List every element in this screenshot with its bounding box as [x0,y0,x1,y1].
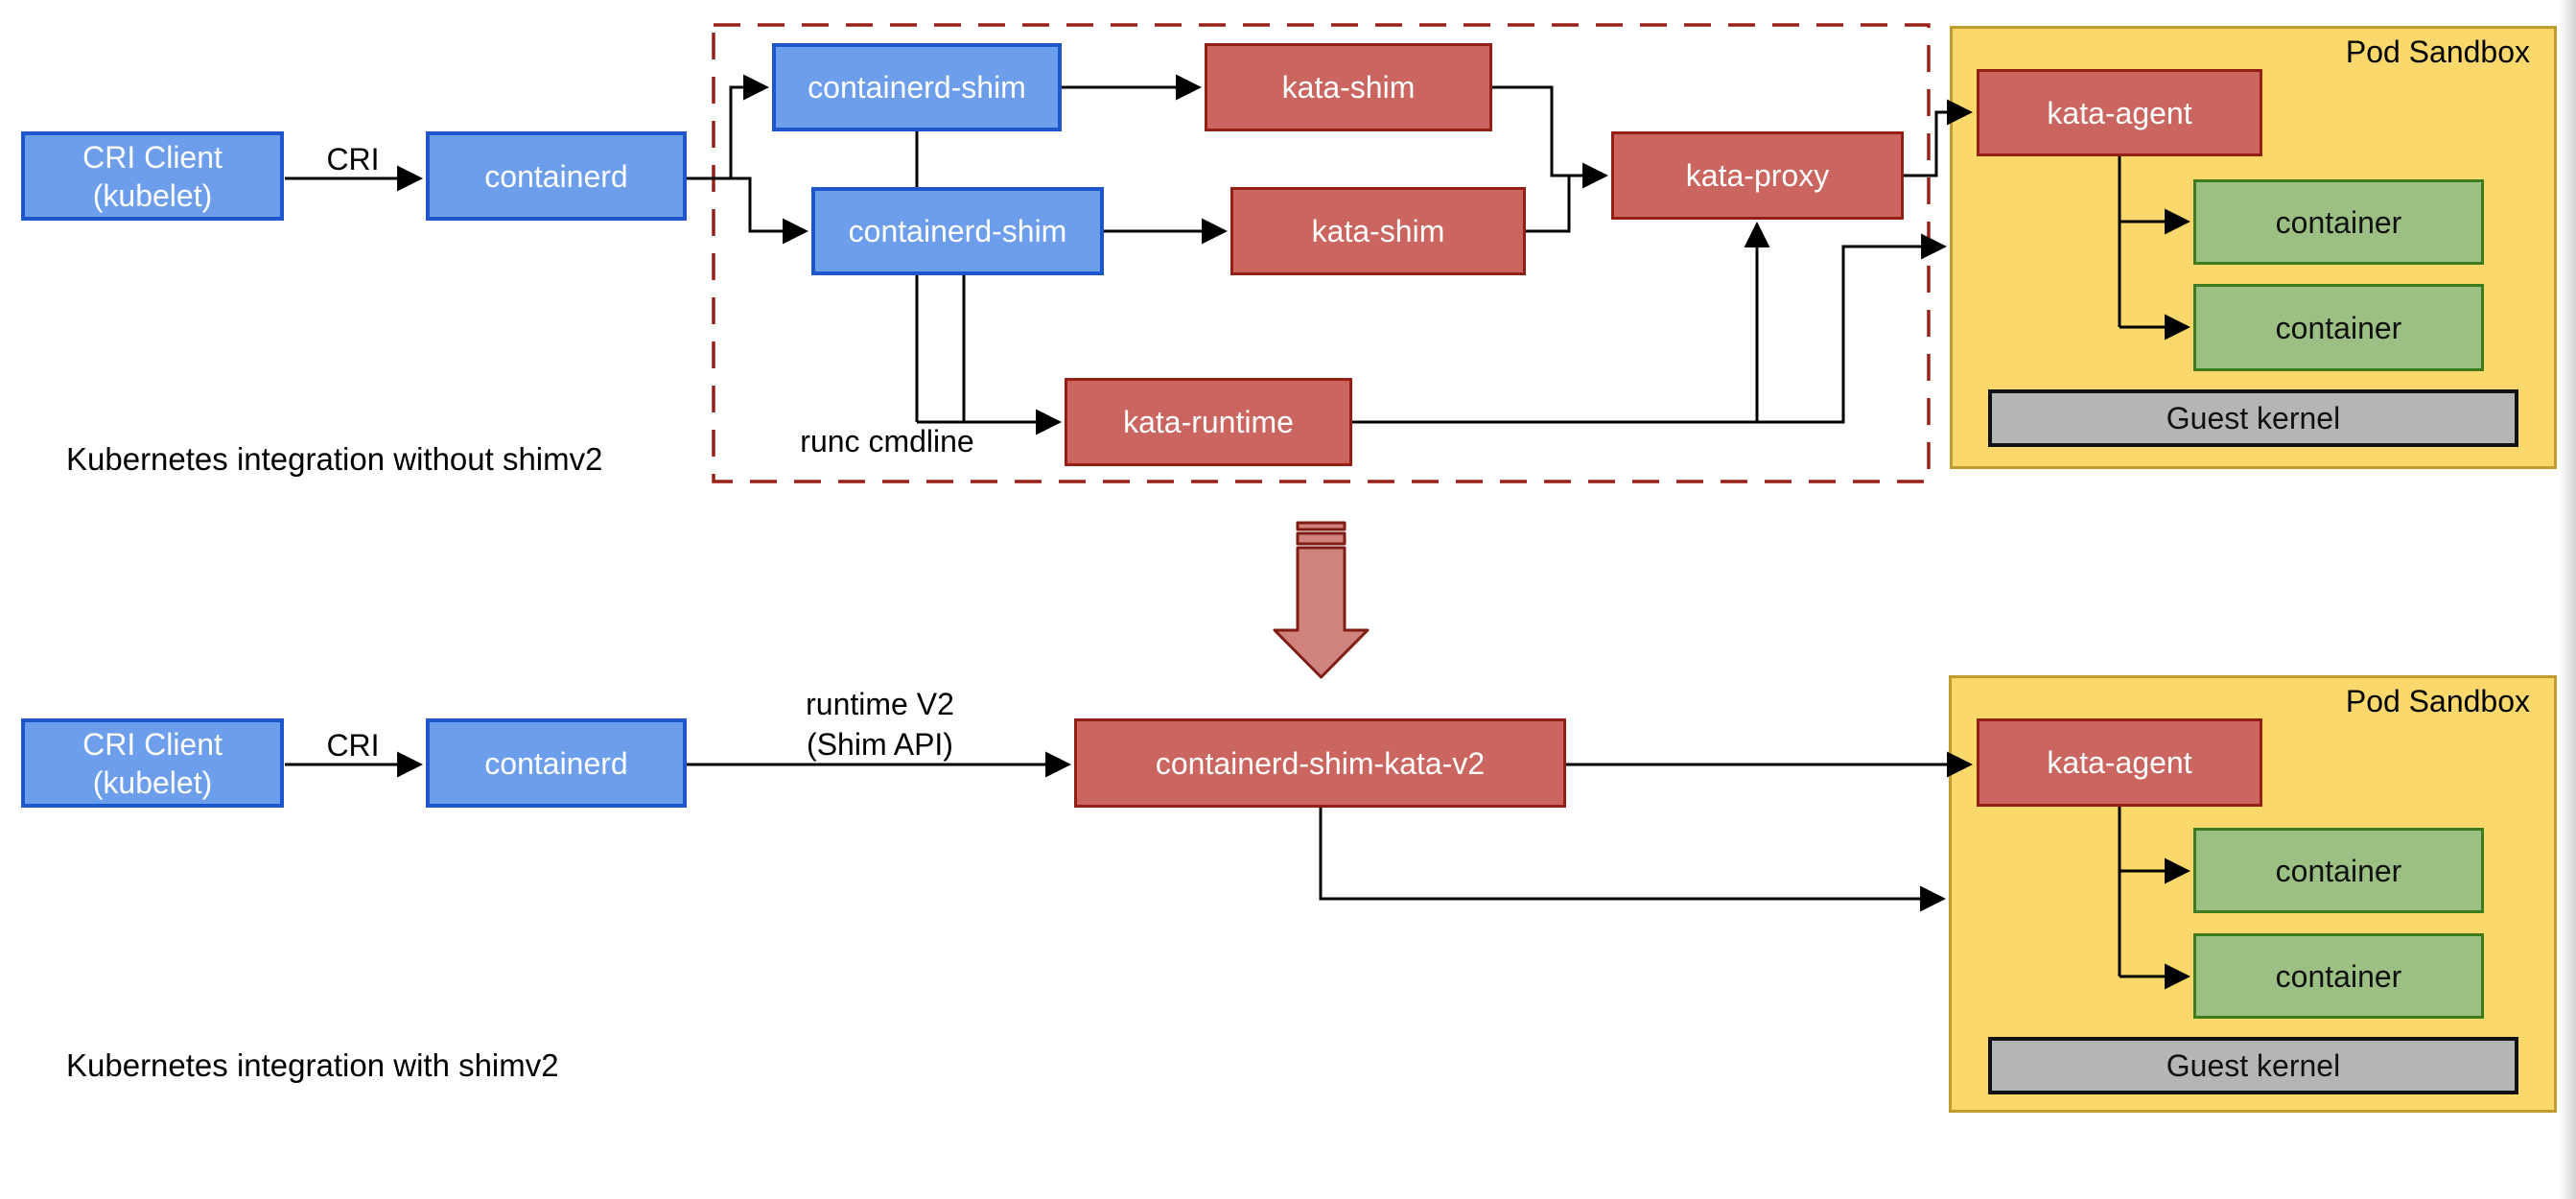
runtime-v2-line1: runtime V2 [806,687,954,721]
edge-containerd-shim-b [687,176,809,245]
node-kata-agent-bottom: kata-agent [1977,718,2262,807]
node-kata-runtime: kata-runtime [1065,378,1352,466]
caption-without-shimv2: Kubernetes integration without shimv2 [66,441,603,477]
node-kata-agent-top: kata-agent [1977,69,2262,156]
node-container-top-2: container [2193,284,2484,371]
node-cri-client-bottom: CRI Client(kubelet) [21,718,284,808]
node-kata-shim-b: kata-shim [1230,187,1526,275]
node-containerd-bottom: containerd [426,718,687,808]
runtime-v2-line2: (Shim API) [807,726,953,762]
node-container-bottom-1: container [2193,828,2484,913]
pod-sandbox-bottom-title: Pod Sandbox [2345,684,2530,718]
cri-client-line1: CRI Client [82,139,222,175]
caption-with-shimv2: Kubernetes integration with shimv2 [66,1047,559,1083]
cri-client-line2: (kubelet) [92,764,213,800]
cri-client-line1: CRI Client [82,726,222,762]
legacy-group-outline [712,23,1931,483]
pod-sandbox-top-title: Pod Sandbox [2345,35,2530,69]
edge-proxy-kata-agent [1904,99,1974,177]
node-kata-proxy: kata-proxy [1611,131,1904,220]
node-cri-client-top: CRI Client(kubelet) [21,131,284,221]
runtime-v2-label: runtime V2 (Shim API) [762,685,997,764]
transition-arrow [1273,521,1370,679]
node-container-top-1: container [2193,179,2484,265]
edge-runtime-sandbox [1352,233,1948,424]
node-containerd-top: containerd [426,131,687,221]
node-containerd-shim-kata-v2: containerd-shim-kata-v2 [1074,718,1566,808]
cri-client-line2: (kubelet) [92,177,213,213]
screen-edge-shadow [2559,0,2576,1199]
node-guest-kernel-top: Guest kernel [1988,389,2518,447]
edge-shimv2-sandbox [1319,808,1947,912]
cri-edge-label-top: CRI [326,142,380,176]
node-containerd-shim-a: containerd-shim [772,43,1062,131]
node-container-bottom-2: container [2193,933,2484,1019]
node-guest-kernel-bottom: Guest kernel [1988,1037,2518,1094]
node-kata-shim-a: kata-shim [1205,43,1492,131]
edge-kata-shim-a-proxy [1492,85,1609,189]
cri-edge-label-bottom: CRI [326,728,380,763]
edge-kata-shim-b-proxy [1526,176,1571,233]
runc-cmdline-label: runc cmdline [800,424,974,458]
node-containerd-shim-b: containerd-shim [811,187,1104,275]
edges [285,74,2191,990]
